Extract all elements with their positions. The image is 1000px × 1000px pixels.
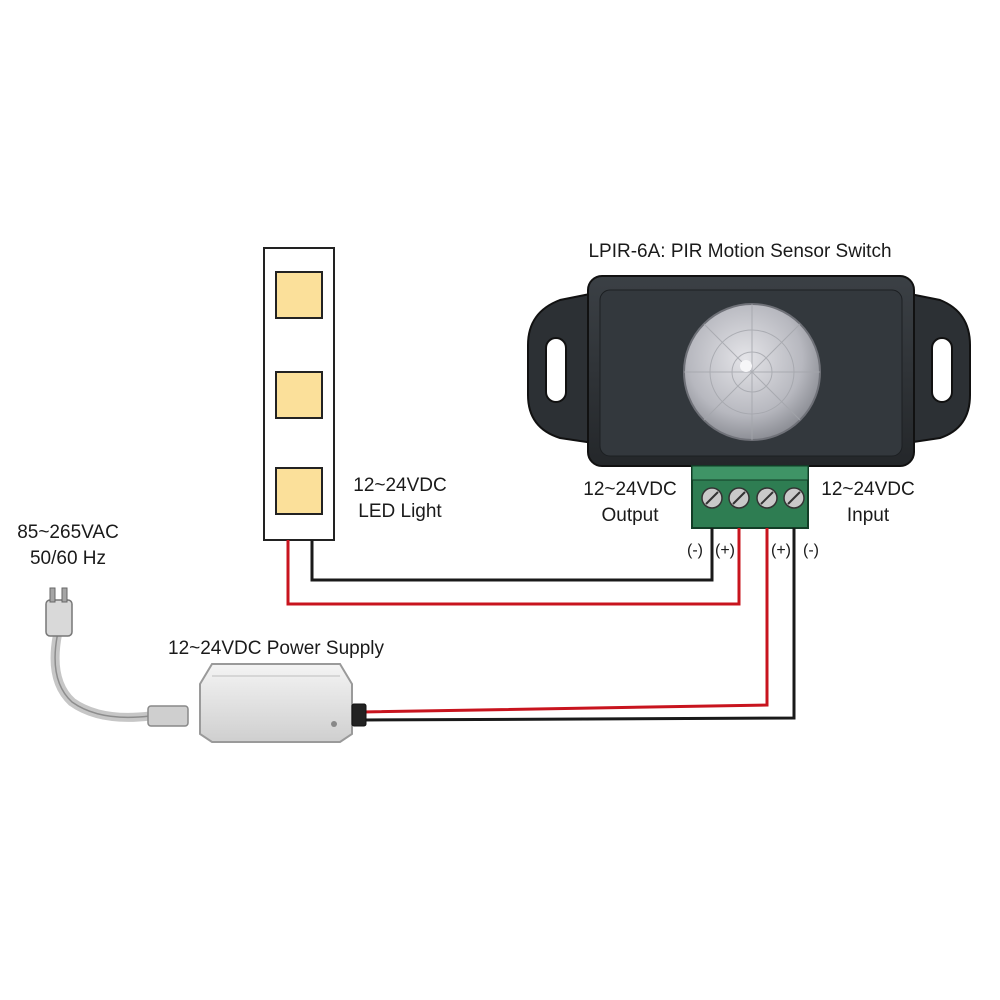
psu-indicator-led: [331, 721, 337, 727]
wire-led-positive: [286, 528, 741, 606]
psu-dc-connector-out: [351, 703, 367, 727]
output-label-line1: 12~24VDC: [583, 479, 676, 500]
ac-plug-body: [45, 599, 73, 637]
power-supply-unit: [147, 663, 367, 743]
pir-sensor-module: [527, 275, 971, 467]
polarity-input-negative: (-): [803, 542, 819, 559]
led-label-line1: 12~24VDC: [353, 475, 446, 496]
terminal-block: [691, 465, 809, 529]
terminal-screws: [701, 487, 805, 509]
led-chip-1: [275, 271, 323, 319]
wire-led-negative: [310, 528, 714, 582]
polarity-input-positive: (+): [771, 542, 791, 559]
psu-body: [199, 663, 353, 743]
polarity-output-negative: (-): [687, 542, 703, 559]
pir-lens-highlight: [740, 360, 752, 372]
right-mounting-slot: [931, 337, 953, 403]
labels: LPIR-6A: PIR Motion Sensor Switch 12~24V…: [17, 241, 915, 659]
led-chip-2: [275, 371, 323, 419]
left-mounting-slot: [545, 337, 567, 403]
pir-lens-facets: [684, 304, 820, 440]
led-strip: [263, 247, 335, 541]
polarity-output-positive: (+): [715, 542, 735, 559]
led-chip-3: [275, 467, 323, 515]
sensor-title: LPIR-6A: PIR Motion Sensor Switch: [588, 241, 891, 262]
wire-psu-positive: [361, 528, 769, 714]
wire-ac-mains: [50, 627, 155, 722]
ac-plug: [45, 587, 73, 637]
led-label-line2: LED Light: [358, 501, 442, 522]
output-label-line2: Output: [601, 505, 659, 526]
input-label-line2: Input: [847, 505, 890, 526]
mains-label-line2: 50/60 Hz: [30, 548, 106, 569]
input-label-line1: 12~24VDC: [821, 479, 914, 500]
mains-label-line1: 85~265VAC: [17, 522, 119, 543]
wires: [50, 528, 796, 722]
power-supply-label: 12~24VDC Power Supply: [168, 638, 384, 659]
psu-dc-connector-in: [147, 705, 189, 727]
wire-psu-negative: [361, 528, 796, 722]
